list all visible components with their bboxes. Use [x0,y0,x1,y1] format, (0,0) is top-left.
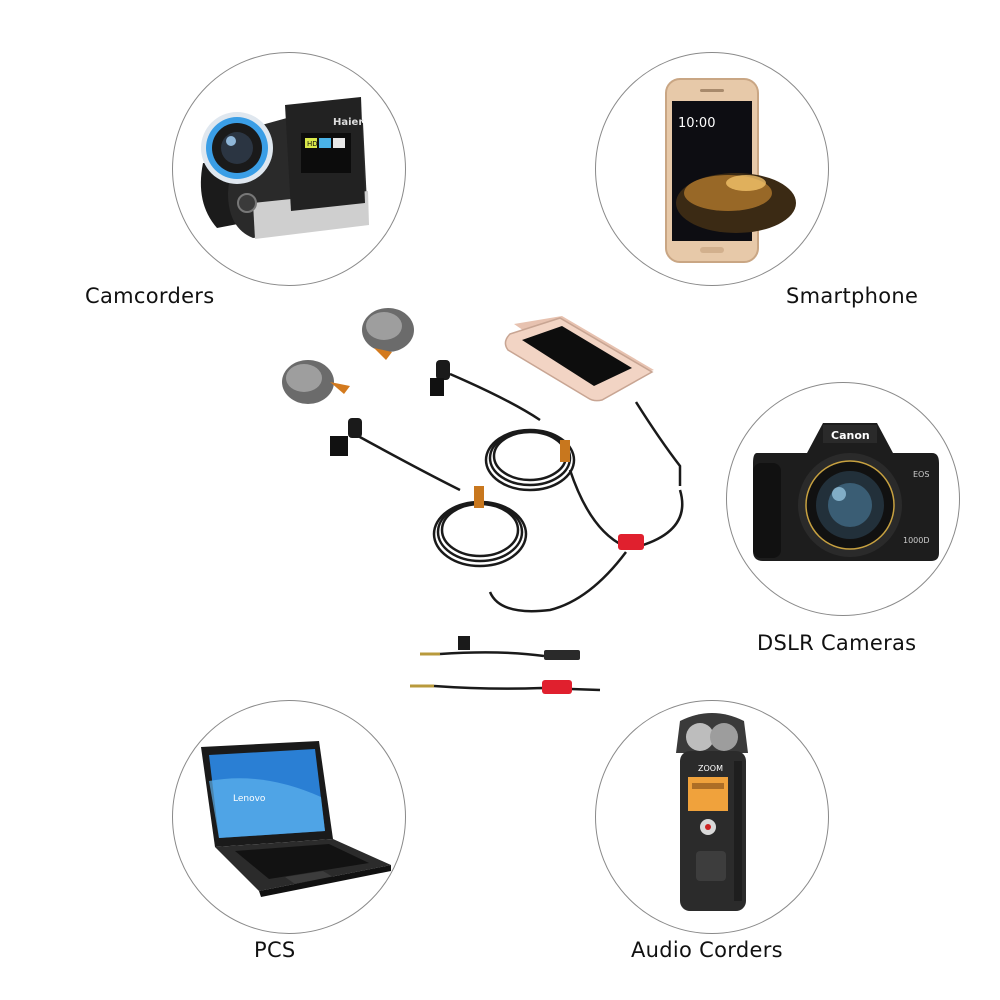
audio-circle: ZOOM [595,700,829,934]
camcorder-label: Camcorders [85,284,215,308]
splitter-icon [618,534,644,550]
smartphone-label: Smartphone [786,284,919,308]
pc-circle: Lenovo [172,700,406,934]
audio-label: Audio Corders [631,938,783,962]
smartphone-clock: 10:00 [678,116,715,131]
lavalier-mic-icon [330,360,450,456]
cable-coil-icon [357,372,684,613]
adapter-cable-icon [410,636,601,694]
dslr-brand: Canon [831,429,870,442]
laptop-brand: Lenovo [233,794,266,804]
laptop-icon: Lenovo [201,741,391,897]
velcro-tag [474,486,484,508]
kit-phone-icon [504,316,654,402]
camcorder-circle: HD Haier [172,52,406,286]
audio-recorder-icon: ZOOM [676,713,748,911]
dslr-label: DSLR Cameras [757,631,917,655]
camcorder-icon: HD Haier [200,97,369,239]
recorder-brand: ZOOM [698,764,723,773]
smartphone-icon: 10:00 [665,78,796,263]
dslr-circle: Canon EOS 1000D [726,382,960,616]
smartphone-circle: 10:00 [595,52,829,286]
dslr-camera-icon: Canon EOS 1000D [753,423,939,561]
camcorder-brand: Haier [333,117,363,128]
pc-label: PCS [254,938,296,962]
windscreen-icon [282,308,414,404]
dslr-model: 1000D [903,536,930,545]
camcorder-screen-badge: HD [307,140,318,148]
dslr-mode: EOS [913,470,929,479]
velcro-tag [560,440,570,462]
lavalier-kit-icon [282,308,684,694]
microphone-kit [260,290,690,720]
